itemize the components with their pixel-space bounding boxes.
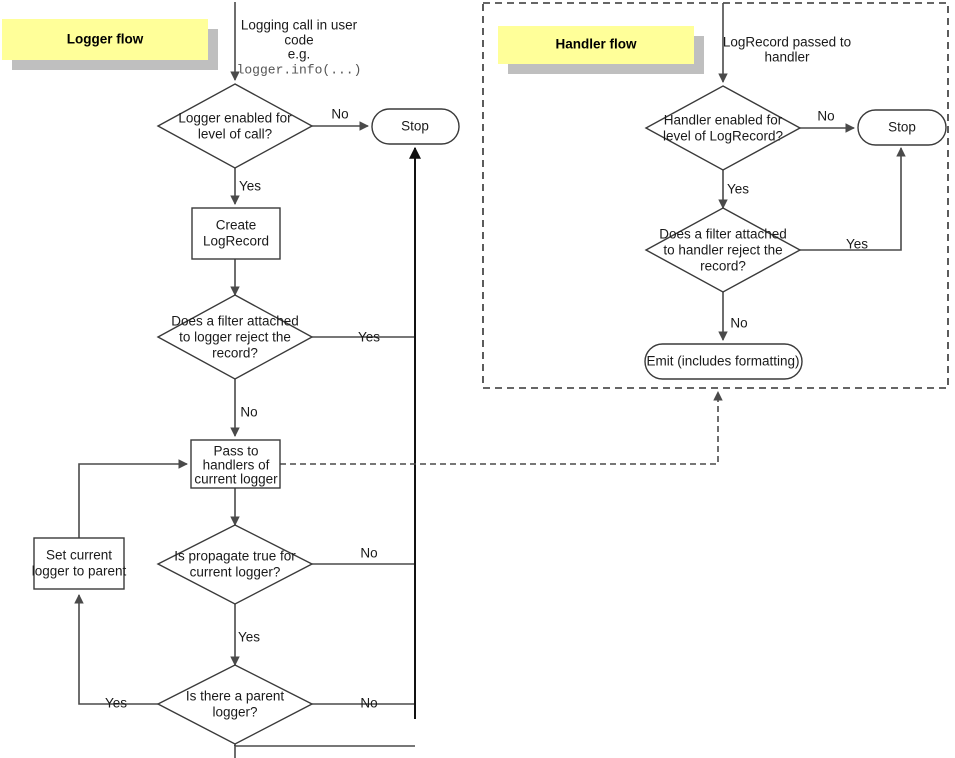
pass-to-handlers-line-3: current logger: [194, 472, 278, 487]
logging-call-caption: Logging call in user code e.g. logger.in…: [237, 18, 362, 78]
handler-flow-banner-label: Handler flow: [555, 37, 637, 52]
edge-label-parent-no: No: [360, 696, 377, 711]
edge-label-handler-enabled-yes: Yes: [727, 182, 749, 197]
edge-label-handler-filter-no: No: [730, 316, 747, 331]
logger-enabled-decision-line-2: level of call?: [198, 127, 272, 142]
parent-logger-line-1: Is there a parent: [186, 689, 285, 704]
edge-set-parent-to-handlers: [78, 459, 188, 538]
logrecord-passed-line-1: LogRecord passed to: [723, 35, 851, 50]
logger-enabled-decision-line-1: Logger enabled for: [178, 111, 292, 126]
edge-label-handler-filter-yes: Yes: [846, 237, 868, 252]
parent-logger-line-2: logger?: [212, 705, 257, 720]
handler-filter-line-2: to handler reject the: [663, 243, 782, 258]
pass-to-handlers-line-2: handlers of: [203, 458, 270, 473]
pass-to-handlers-process[interactable]: Pass to handlers of current logger: [190, 439, 281, 489]
handler-enabled-line-1: Handler enabled for: [664, 113, 783, 128]
logger-flow-banner: Logger flow: [2, 19, 218, 70]
handler-enabled-decision[interactable]: Handler enabled for level of LogRecord?: [644, 85, 802, 171]
logging-call-line-1: Logging call in user: [241, 18, 358, 33]
create-logrecord-line-1: Create: [216, 218, 257, 233]
create-logrecord-line-2: LogRecord: [203, 234, 269, 249]
emit-terminal[interactable]: Emit (includes formatting): [644, 343, 803, 380]
edge-label-logger-filter-yes: Yes: [358, 330, 380, 345]
edge-label-logger-enabled-yes: Yes: [239, 179, 261, 194]
handler-filter-line-3: record?: [700, 259, 746, 274]
edge-label-propagate-no: No: [360, 546, 377, 561]
logger-filter-line-3: record?: [212, 346, 258, 361]
edge-handler-filter-yes: [800, 147, 906, 251]
edge-parent-yes: [74, 594, 158, 705]
logger-flow-banner-label: Logger flow: [67, 32, 144, 47]
set-parent-line-1: Set current: [46, 548, 112, 563]
logger-filter-line-1: Does a filter attached: [171, 314, 299, 329]
handler-enabled-line-2: level of LogRecord?: [663, 129, 783, 144]
pass-to-handlers-line-1: Pass to: [213, 444, 258, 459]
edge-label-logger-filter-no: No: [240, 405, 257, 420]
logger-filter-line-2: to logger reject the: [179, 330, 291, 345]
set-parent-line-2: logger to parent: [32, 564, 127, 579]
parent-logger-decision[interactable]: Is there a parent logger?: [156, 664, 314, 745]
edge-label-handler-enabled-no: No: [817, 109, 834, 124]
propagate-decision-line-2: current logger?: [190, 565, 281, 580]
logger-filter-decision[interactable]: Does a filter attached to logger reject …: [156, 294, 314, 380]
edge-label-propagate-yes: Yes: [238, 630, 260, 645]
edge-label-parent-yes: Yes: [105, 696, 127, 711]
handler-stop-terminal[interactable]: Stop: [857, 109, 947, 146]
logger-stop-terminal[interactable]: Stop: [371, 108, 460, 145]
edge-handlers-to-handler-flow: [280, 391, 723, 465]
handler-flow-banner: Handler flow: [498, 26, 704, 74]
handler-filter-line-1: Does a filter attached: [659, 227, 787, 242]
set-parent-process[interactable]: Set current logger to parent: [32, 537, 127, 590]
logging-call-line-2: code: [284, 33, 313, 48]
propagate-decision[interactable]: Is propagate true for current logger?: [156, 524, 314, 605]
logrecord-passed-line-2: handler: [764, 50, 810, 65]
logging-call-code: logger.info(...): [237, 62, 362, 77]
logging-call-line-3: e.g.: [288, 47, 311, 62]
handler-stop-label: Stop: [888, 120, 916, 135]
handler-flow-group-box: [482, 2, 949, 389]
logger-enabled-decision[interactable]: Logger enabled for level of call?: [156, 83, 314, 169]
edge-label-logger-enabled-no: No: [331, 107, 348, 122]
create-logrecord-process[interactable]: Create LogRecord: [191, 207, 281, 260]
propagate-decision-line-1: Is propagate true for: [174, 549, 296, 564]
handler-filter-decision[interactable]: Does a filter attached to handler reject…: [644, 207, 802, 293]
logger-stop-label: Stop: [401, 119, 429, 134]
emit-label: Emit (includes formatting): [646, 354, 799, 369]
logrecord-passed-caption: LogRecord passed to handler: [723, 35, 851, 65]
